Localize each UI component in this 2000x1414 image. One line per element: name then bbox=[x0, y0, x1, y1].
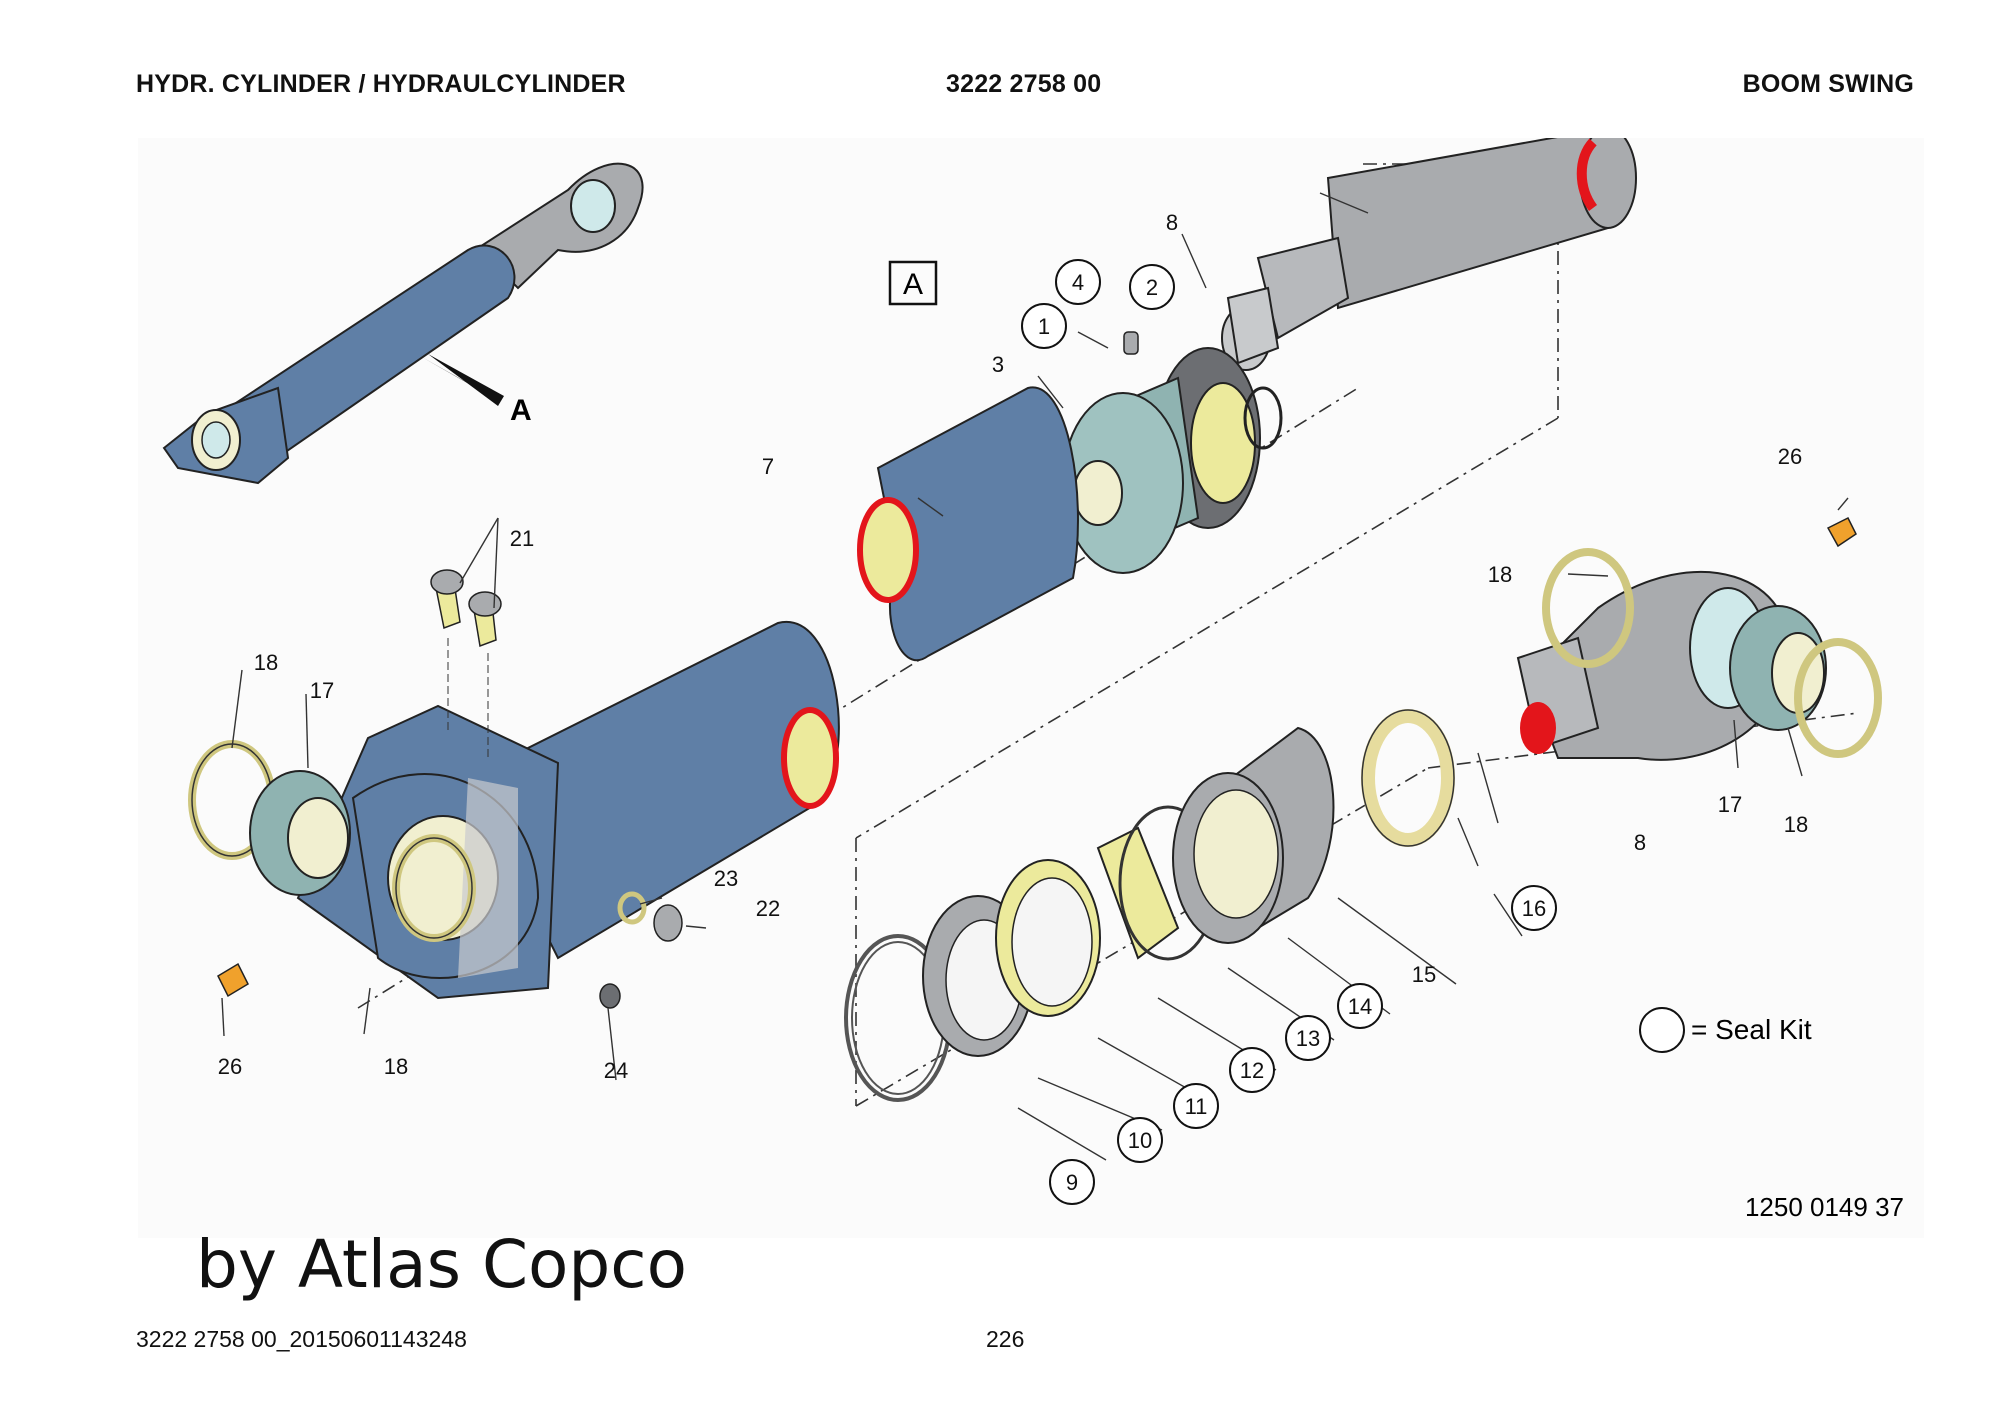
view-arrow-label: A bbox=[510, 394, 532, 427]
drawing-number: 1250 0149 37 bbox=[1745, 1192, 1904, 1222]
view-a-label: A bbox=[903, 268, 923, 301]
header-section: BOOM SWING bbox=[1742, 70, 1914, 98]
callout-15: 15 bbox=[1412, 962, 1436, 987]
svg-text:2: 2 bbox=[1146, 275, 1158, 300]
svg-text:4: 4 bbox=[1072, 270, 1084, 295]
callout-7: 7 bbox=[762, 454, 774, 479]
svg-text:11: 11 bbox=[1185, 1094, 1208, 1119]
svg-text:12: 12 bbox=[1240, 1058, 1264, 1083]
callout-8-eye: 8 bbox=[1634, 830, 1646, 855]
callout-26-left: 26 bbox=[218, 1054, 242, 1079]
cylinder-tube-section bbox=[857, 386, 1079, 662]
callout-labels: 8 3 7 21 18 17 23 22 26 18 24 15 26 18 8… bbox=[218, 210, 1808, 1083]
footer-file-id: 3222 2758 00_20150601143248 bbox=[136, 1326, 467, 1352]
callout-22: 22 bbox=[756, 896, 780, 921]
callout-13: 13 bbox=[1285, 1015, 1331, 1061]
callout-26-right: 26 bbox=[1778, 444, 1802, 469]
callout-17-left: 17 bbox=[310, 678, 334, 703]
svg-text:1: 1 bbox=[1038, 314, 1050, 339]
callout-3: 3 bbox=[992, 352, 1004, 377]
seal-kit-legend: = Seal Kit bbox=[1639, 1007, 1812, 1053]
callout-18-right-bottom: 18 bbox=[1784, 812, 1808, 837]
callout-8-rod: 8 bbox=[1166, 210, 1178, 235]
callout-23: 23 bbox=[714, 866, 738, 891]
svg-text:16: 16 bbox=[1522, 896, 1546, 921]
breather-plugs bbox=[430, 569, 502, 758]
callout-16: 16 bbox=[1511, 885, 1557, 931]
small-fittings bbox=[599, 891, 683, 1009]
header-title: HYDR. CYLINDER / HYDRAULCYLINDER bbox=[136, 70, 626, 98]
footer-page-number: 226 bbox=[986, 1326, 1025, 1352]
callout-18-right-top: 18 bbox=[1488, 562, 1512, 587]
svg-text:9: 9 bbox=[1066, 1170, 1078, 1195]
callout-18-left-top: 18 bbox=[254, 650, 278, 675]
legend-circle-icon bbox=[1639, 1007, 1685, 1053]
callout-10: 10 bbox=[1117, 1117, 1163, 1163]
legend-text: = Seal Kit bbox=[1691, 1014, 1812, 1045]
callout-18-left-bottom: 18 bbox=[384, 1054, 408, 1079]
callout-17-right: 17 bbox=[1718, 792, 1742, 817]
watermark-text: by Atlas Copco bbox=[196, 1226, 687, 1303]
header-part-number: 3222 2758 00 bbox=[946, 70, 1102, 98]
view-a-box: A bbox=[888, 260, 938, 306]
callout-4: 4 bbox=[1055, 259, 1101, 305]
callout-2: 2 bbox=[1129, 264, 1175, 310]
callout-1: 1 bbox=[1021, 303, 1067, 349]
callout-21: 21 bbox=[510, 526, 534, 551]
callout-24: 24 bbox=[604, 1058, 628, 1083]
callout-14: 14 bbox=[1337, 983, 1383, 1029]
svg-text:13: 13 bbox=[1296, 1026, 1320, 1051]
seal-kit-callouts: 4 2 1 16 14 13 12 11 10 9 bbox=[1021, 259, 1557, 1205]
exploded-parts-drawing: A A bbox=[138, 138, 1924, 1238]
gland-and-seals bbox=[844, 709, 1455, 1102]
rod-eye bbox=[1516, 516, 1882, 761]
piston-rod bbox=[1221, 138, 1637, 371]
svg-text:14: 14 bbox=[1348, 994, 1372, 1019]
callout-9: 9 bbox=[1049, 1159, 1095, 1205]
callout-12: 12 bbox=[1229, 1047, 1275, 1093]
callout-11: 11 bbox=[1173, 1083, 1219, 1129]
svg-text:10: 10 bbox=[1128, 1128, 1152, 1153]
cylinder-barrel bbox=[296, 621, 840, 1000]
assembled-cylinder: A bbox=[162, 162, 644, 485]
piston bbox=[1062, 331, 1283, 574]
